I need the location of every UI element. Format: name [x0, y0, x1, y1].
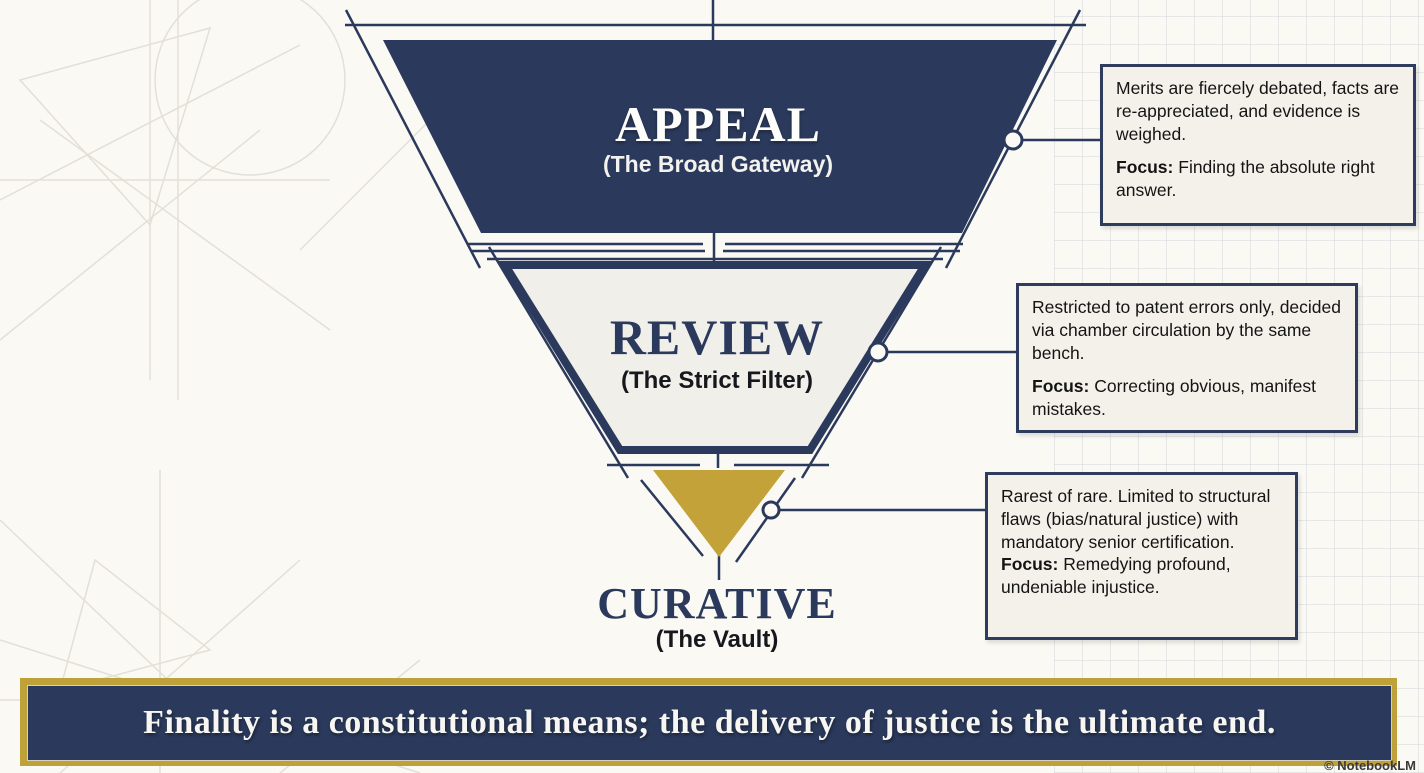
watermark: © NotebookLM	[1324, 758, 1416, 773]
annotation-box-appeal: Merits are fiercely debated, facts are r…	[1100, 64, 1416, 226]
tier-appeal-title: APPEAL	[615, 96, 821, 152]
connector-node-curative-icon	[761, 500, 781, 520]
annotation-focus: Focus: Remedying profound, undeniable in…	[1001, 553, 1282, 599]
tier-appeal-subtitle: (The Broad Gateway)	[602, 151, 834, 177]
connector-node-appeal-icon	[1002, 129, 1024, 151]
focus-text: Finding the absolute right answer.	[1116, 157, 1375, 200]
focus-label: Focus:	[1001, 554, 1059, 575]
tier-curative-title: CURATIVE	[597, 579, 837, 628]
bottom-banner: Finality is a constitutional means; the …	[20, 678, 1397, 766]
annotation-box-review: Restricted to patent errors only, decide…	[1016, 283, 1358, 433]
tier2-outline-right	[800, 246, 943, 479]
tier3-curative-shape	[653, 470, 785, 557]
tier2-review-shape	[497, 261, 933, 454]
annotation-body: Merits are fiercely debated, facts are r…	[1116, 78, 1400, 144]
annotation-box-curative: Rarest of rare. Limited to structural fl…	[985, 472, 1298, 640]
tier3-flank-left	[640, 479, 704, 557]
tier-curative-subtitle: (The Vault)	[655, 626, 779, 653]
annotation-focus: Focus: Finding the absolute right answer…	[1116, 156, 1400, 202]
tier-review-subtitle: (The Strict Filter)	[620, 367, 814, 394]
bottom-banner-inner: Finality is a constitutional means; the …	[27, 685, 1392, 761]
tier2-outline-left	[487, 246, 630, 479]
annotation-body: Rarest of rare. Limited to structural fl…	[1001, 486, 1271, 552]
tier-review-title: REVIEW	[609, 309, 825, 365]
focus-text: Remedying profound, undeniable injustice…	[1001, 554, 1231, 597]
focus-text: Correcting obvious, manifest mistakes.	[1032, 376, 1317, 419]
tier1-outline-left	[344, 9, 482, 269]
focus-label: Focus:	[1116, 157, 1174, 178]
focus-label: Focus:	[1032, 376, 1090, 397]
tier3-flank-right	[734, 477, 797, 563]
connector-node-review-icon	[867, 341, 889, 363]
annotation-focus: Focus: Correcting obvious, manifest mist…	[1032, 375, 1342, 421]
tier1-appeal-shape	[383, 40, 1057, 233]
banner-quote: Finality is a constitutional means; the …	[143, 704, 1276, 741]
annotation-body: Restricted to patent errors only, decide…	[1032, 297, 1342, 363]
